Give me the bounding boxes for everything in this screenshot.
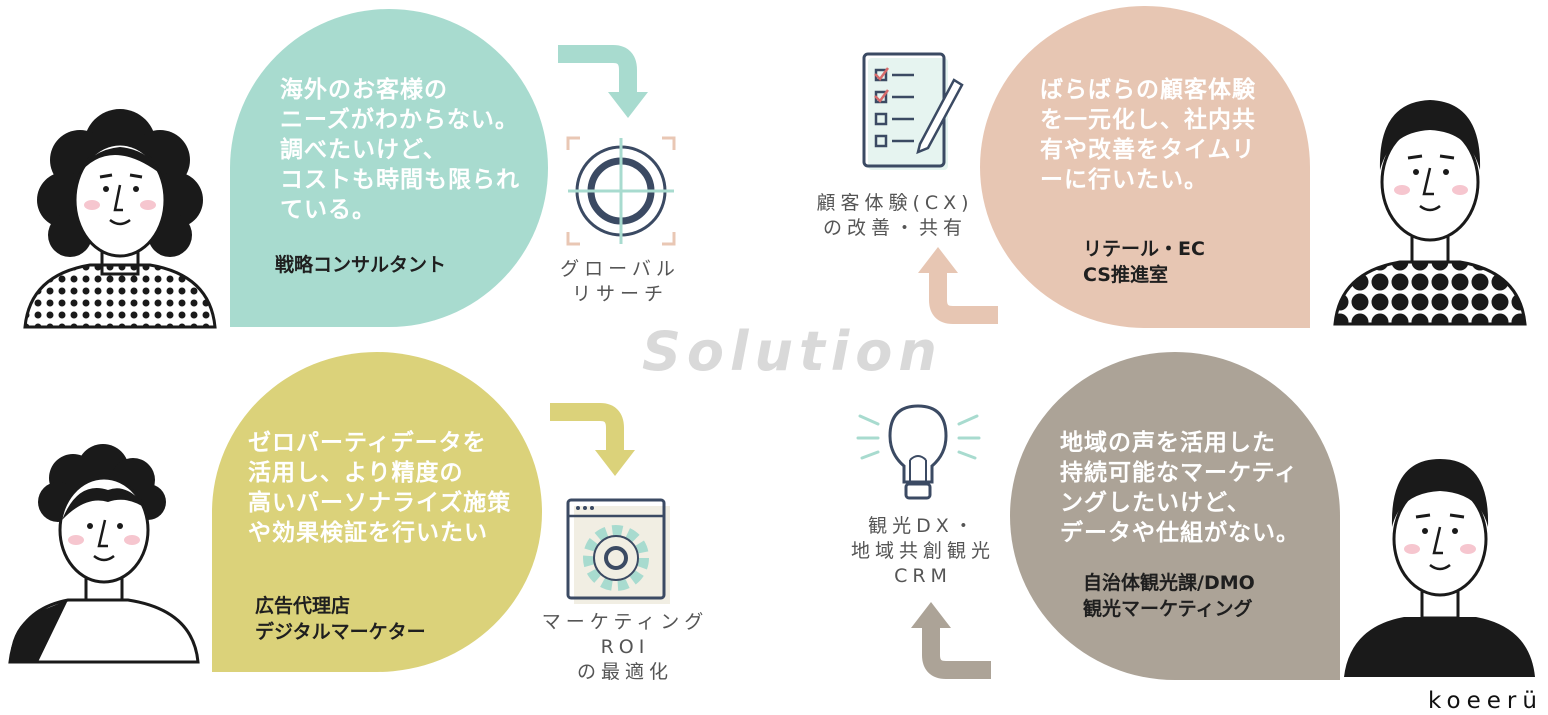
arrow-left-up-icon bbox=[918, 245, 1003, 330]
koeeru-logo: koeerü bbox=[1428, 688, 1543, 714]
speech-bubble-global-research bbox=[230, 9, 548, 327]
solution-caption: 観光DX・ 地域共創観光 CRM bbox=[850, 515, 995, 587]
bubble-text: ばらばらの顧客体験 を一元化し、社内共 有や改善をタイムリ ーに行いたい。 bbox=[1040, 77, 1256, 193]
role-label: 広告代理店 デジタルマーケター bbox=[255, 595, 426, 643]
gear-window-icon bbox=[566, 498, 674, 608]
checklist-icon bbox=[858, 52, 968, 177]
bubble-text: ゼロパーティデータを 活用し、より精度の 高いパーソナライズ施策 や効果検証を行… bbox=[248, 430, 512, 546]
bubble-text: 海外のお客様の ニーズがわからない。 調べたいけど、 コストも時間も限られ てい… bbox=[280, 77, 520, 223]
role-label: 戦略コンサルタント bbox=[275, 254, 447, 276]
avatar-curly-hair-woman bbox=[20, 105, 220, 330]
arrow-right-down-icon bbox=[558, 42, 648, 122]
bubble-text: 地域の声を活用した 持続可能なマーケティ ングしたいけど、 データや仕組がない。 bbox=[1060, 430, 1300, 546]
solution-caption: グローバル リサーチ bbox=[560, 258, 680, 305]
speech-bubble-cx bbox=[980, 6, 1310, 328]
solution-caption: マーケティング ROI の最適化 bbox=[541, 611, 709, 683]
avatar-dark-shirt-man bbox=[1342, 455, 1537, 680]
avatar-wavy-hair-man bbox=[8, 440, 203, 665]
arrow-left-up-icon bbox=[906, 600, 991, 685]
role-label: 自治体観光課/DMO 観光マーケティング bbox=[1083, 572, 1255, 620]
target-icon bbox=[566, 136, 676, 246]
lightbulb-icon bbox=[856, 402, 981, 507]
role-label: リテール・EC CS推進室 bbox=[1083, 238, 1205, 286]
solution-watermark: Solution bbox=[642, 320, 943, 383]
arrow-right-down-icon bbox=[550, 400, 640, 480]
speech-bubble-tourism-crm bbox=[1010, 352, 1340, 680]
solution-caption: 顧客体験(CX) の改善・共有 bbox=[816, 192, 974, 239]
avatar-short-hair-man bbox=[1330, 92, 1530, 327]
speech-bubble-marketing-roi bbox=[212, 352, 542, 672]
